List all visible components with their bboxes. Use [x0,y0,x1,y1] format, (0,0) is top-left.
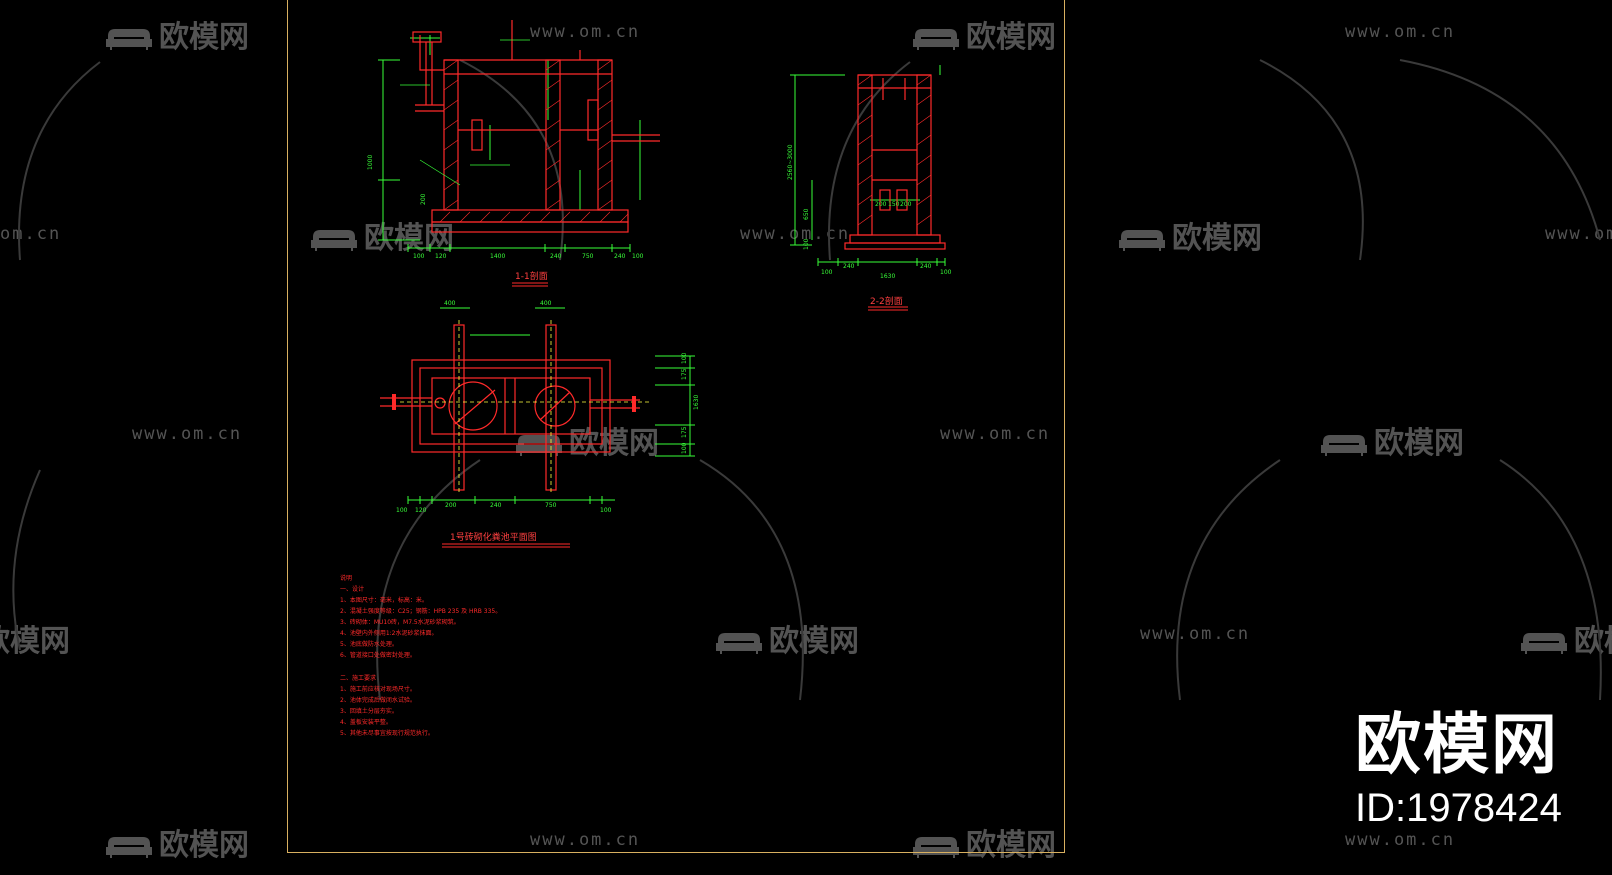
dim-label: 240 [843,263,855,270]
section-2-walls [844,74,946,250]
drawing-sheet-frame [287,0,1065,853]
dim-label: 100 [413,253,425,260]
note-line: 2、池体完成后做闭水试验。 [340,697,416,704]
section-1-walls [412,20,660,233]
section-1-dimensions [378,35,641,252]
plan-dim-labels: 100 120 200 240 750 100 400 400 100 175 … [396,300,700,514]
dim-label: 150 [888,201,900,208]
dim-label: 1630 [693,395,700,410]
dim-label: 240 [920,263,932,270]
dim-label: 100 [681,442,688,454]
note-line: 3、砖砌体：MU10砖，M7.5水泥砂浆砌筑。 [340,619,460,626]
note-line: 一、设计 [340,586,365,593]
note-line: 1、施工前应核对现场尺寸。 [340,686,416,693]
plan-centerlines [400,320,650,495]
dim-label: 1400 [490,253,505,260]
dim-label: 100 [396,507,408,514]
plan-title-underline [442,543,570,548]
dim-label: 120 [435,253,447,260]
dim-label: 1630 [880,273,895,280]
dim-label: 100 [821,269,833,276]
dim-label: 100 [940,269,952,276]
note-line: 二、施工要求 [340,675,377,682]
dim-label: 100 [600,507,612,514]
plan-view [380,307,695,504]
dim-label: 750 [582,253,594,260]
plan-dimensions [407,307,695,504]
dim-label: 240 [490,502,502,509]
section-2-dimensions [790,65,946,266]
section-2-title: 2-2剖面 [870,297,903,307]
note-line: 4、池壁内外侧用1:2水泥砂浆抹面。 [340,630,438,637]
watermark-arcs [12,59,1602,701]
section-2-2 [790,65,946,266]
dim-label: 750 [545,502,557,509]
brand-watermark: 欧模网 ID:1978424 [1355,706,1562,831]
section-2-title-underline [868,306,908,311]
dim-label: 200 [445,502,457,509]
asset-id: ID:1978424 [1355,786,1562,830]
note-line: 5、其他未尽事宜按现行规范执行。 [340,730,434,737]
note-line: 6、管道接口处做密封处理。 [340,652,416,659]
dim-label: 240 [550,253,562,260]
dim-label: 2560~3000 [787,144,794,180]
section-2-hatch [857,74,932,226]
dim-label: 400 [540,300,552,307]
plan-outline [380,324,640,491]
dim-label: 100 [681,352,688,364]
brand-name: 欧模网 [1355,706,1559,783]
note-line: 1、本图尺寸：毫米，标高：米。 [340,597,428,604]
note-line: 2、混凝土强度等级：C25；钢筋：HPB 235 及 HRB 335。 [340,608,502,615]
dim-label: 175 [681,426,688,438]
section-1-hatch [439,59,629,223]
dim-label: 100 [803,238,810,250]
section-1-title: 1-1剖面 [515,272,548,282]
section-2-dim-labels: 100 240 1630 240 100 200 150 200 2560~30… [787,144,952,280]
dim-label: 1000 [367,155,374,170]
note-heading: 说明 [340,575,353,582]
dim-label: 200 [875,201,887,208]
note-line: 4、盖板安装平整。 [340,719,392,726]
plan-pipe-marks [392,394,636,412]
dim-label: 200 [900,201,912,208]
dim-label: 100 [632,253,644,260]
section-1-title-underline [512,282,548,287]
dim-label: 400 [444,300,456,307]
section-1-dim-labels: 100 120 1400 240 750 240 100 1000 200 [367,155,644,260]
dim-label: 240 [614,253,626,260]
dim-label: 650 [803,208,810,220]
dim-label: 200 [420,193,427,205]
section-1-1 [378,20,660,252]
dim-label: 175 [681,368,688,380]
dim-label: 120 [415,507,427,514]
note-line: 5、池底做防水处理。 [340,641,398,648]
section-1-leaders [400,39,530,186]
plan-title: 1号砖砌化粪池平面图 [450,533,537,543]
note-line: 3、回填土分层夯实。 [340,708,398,715]
